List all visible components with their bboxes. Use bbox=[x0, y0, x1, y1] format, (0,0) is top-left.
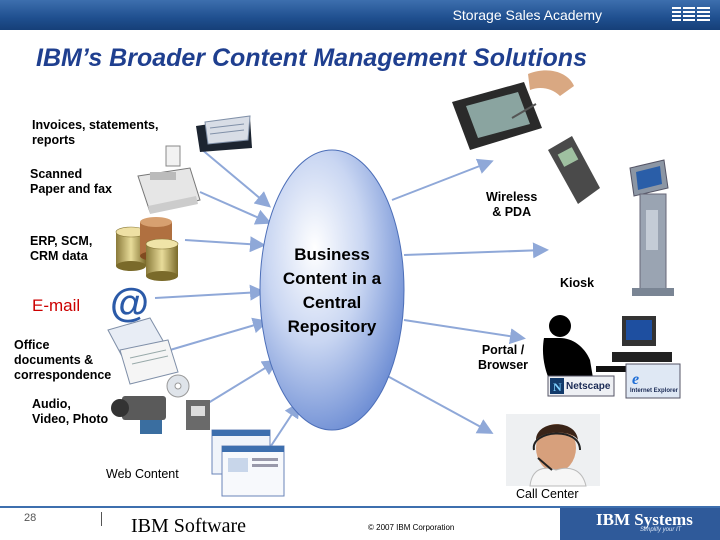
netscape-logo-icon: N bbox=[547, 375, 615, 397]
ie-label: Internet Explorer bbox=[630, 388, 679, 394]
page-title: IBM’s Broader Content Management Solutio… bbox=[36, 44, 587, 72]
label-kiosk: Kiosk bbox=[560, 276, 595, 290]
arrow-email bbox=[154, 284, 266, 301]
header-bar: Storage Sales Academy bbox=[0, 0, 720, 30]
svg-text:N: N bbox=[553, 380, 562, 394]
label-web-content: Web Content bbox=[106, 467, 179, 481]
arrow-invoices bbox=[199, 147, 272, 208]
label-erp: ERP, SCM,CRM data bbox=[30, 234, 93, 263]
footer-separator bbox=[101, 512, 102, 526]
label-audio-video-photo: Audio,Video, Photo bbox=[32, 397, 109, 426]
arrow-erp bbox=[184, 236, 266, 253]
ibm-systems-band bbox=[560, 508, 720, 540]
at-sign-icon: @ bbox=[110, 281, 149, 325]
documents-icon bbox=[107, 317, 179, 385]
arrow-callcenter bbox=[379, 371, 494, 434]
arrow-scanned bbox=[199, 191, 272, 225]
ibm-systems-logo: IBM Systems bbox=[596, 510, 693, 529]
svg-text:e: e bbox=[632, 371, 639, 388]
label-invoices: Invoices, statements,reports bbox=[32, 118, 159, 147]
arrow-kiosk bbox=[403, 242, 549, 259]
netscape-label: Netscape bbox=[566, 381, 611, 392]
call-center-agent-photo bbox=[506, 414, 600, 487]
kiosk-icon bbox=[629, 159, 674, 296]
web-pages-icon bbox=[211, 429, 285, 497]
label-wireless-pda: Wireless& PDA bbox=[486, 190, 538, 219]
fax-machine-icon bbox=[137, 145, 201, 214]
camcorder-icon bbox=[111, 374, 210, 434]
label-email: E-mail bbox=[32, 296, 81, 315]
mobile-phone-icon bbox=[548, 136, 600, 204]
slide-number: 28 bbox=[24, 512, 37, 524]
svg-text:@: @ bbox=[110, 281, 149, 325]
header-academy-label: Storage Sales Academy bbox=[452, 7, 602, 23]
arrow-wireless bbox=[391, 158, 494, 201]
label-portal-browser: Portal /Browser bbox=[478, 343, 529, 372]
ibm-systems-tagline: Simplify your IT bbox=[640, 527, 682, 533]
label-call-center: Call Center bbox=[516, 487, 579, 501]
arrow-av bbox=[199, 359, 279, 409]
ibm-logo-icon bbox=[672, 7, 710, 21]
inbound-arrows bbox=[154, 147, 301, 456]
arrow-portal bbox=[403, 319, 526, 345]
footer-divider bbox=[0, 506, 720, 508]
copyright-text: © 2007 IBM Corporation bbox=[368, 523, 455, 532]
ibm-software-label: IBM Software bbox=[131, 515, 246, 537]
papers-icon bbox=[196, 115, 252, 152]
pda-icon bbox=[452, 70, 574, 150]
repository-hub bbox=[259, 149, 405, 431]
database-icon bbox=[115, 217, 179, 281]
internet-explorer-logo-icon: e bbox=[625, 363, 681, 399]
outbound-arrows bbox=[379, 158, 549, 434]
arrow-office bbox=[169, 317, 269, 351]
